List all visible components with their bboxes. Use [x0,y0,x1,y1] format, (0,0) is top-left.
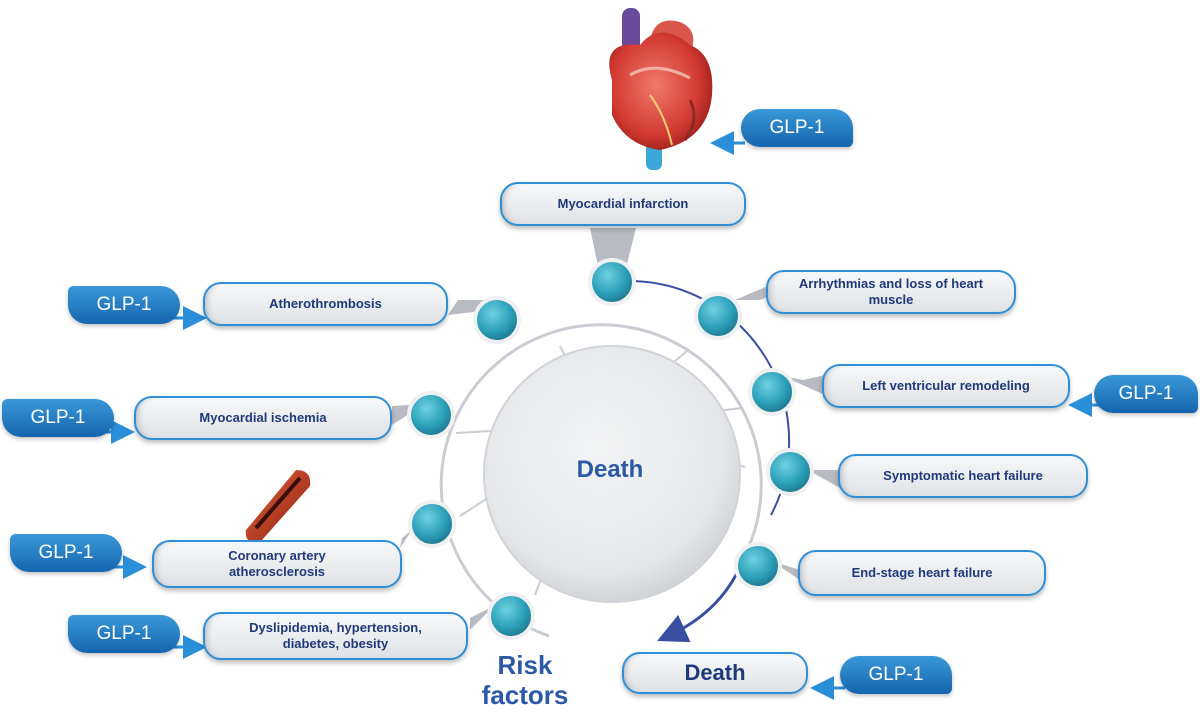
stage-risk-factors: Dyslipidemia, hypertension, diabetes, ob… [203,612,468,660]
ring-arc [439,323,763,638]
node-myocardial-infarction [588,258,636,306]
glp1-badge-remodeling: GLP-1 [1094,375,1198,413]
risk-factors-label: Risk factors [481,650,569,710]
center-circle [483,345,741,603]
stage-arrhythmias: Arrhythmias and loss of heart muscle [766,270,1016,314]
stage-myocardial-ischemia: Myocardial ischemia [134,396,392,440]
stage-atherothrombosis: Atherothrombosis [203,282,448,326]
node-coronary-atherosclerosis [408,500,456,548]
stage-label: Myocardial infarction [557,196,689,211]
stage-label: Atherothrombosis [269,296,382,311]
stage-label: Dyslipidemia, hypertension, diabetes, ob… [249,620,422,651]
stage-label: Left ventricular remodeling [862,378,1030,393]
stage-lv-remodeling: Left ventricular remodeling [822,364,1070,408]
stage-end-stage-hf: End-stage heart failure [798,550,1046,596]
stage-myocardial-infarction: Myocardial infarction [500,182,746,226]
stage-label: End-stage heart failure [851,565,993,580]
glp1-badge-death: GLP-1 [840,656,952,694]
stage-label: Death [684,660,746,685]
glp1-badge-atherosclerosis: GLP-1 [10,534,122,572]
ring-nodes [407,258,814,640]
glp1-badge-atherothrombosis: GLP-1 [68,286,180,324]
node-risk-factors [487,592,535,640]
heart-illustration [609,8,713,170]
glp1-badge-infarction: GLP-1 [741,109,853,147]
stage-label: Myocardial ischemia [199,410,327,425]
stage-label: Symptomatic heart failure [883,468,1043,483]
stage-death: Death [622,652,808,694]
glp1-badge-ischemia: GLP-1 [2,399,114,437]
stage-coronary-atherosclerosis: Coronary artery atherosclerosis [152,540,402,588]
node-atherothrombosis [473,296,521,344]
node-symptomatic-hf [766,448,814,496]
node-arrhythmias [694,292,742,340]
node-end-stage-hf [734,542,782,590]
stage-label: Arrhythmias and loss of heart muscle [798,276,984,307]
glp-pointers [100,131,1105,700]
glp1-badge-risk-factors: GLP-1 [68,615,180,653]
artery-illustration [245,470,311,542]
stage-label: Coronary artery atherosclerosis [228,548,326,579]
stage-symptomatic-hf: Symptomatic heart failure [838,454,1088,498]
node-myocardial-ischemia [407,391,455,439]
node-lv-remodeling [748,368,796,416]
center-death-label: Death [576,456,644,483]
